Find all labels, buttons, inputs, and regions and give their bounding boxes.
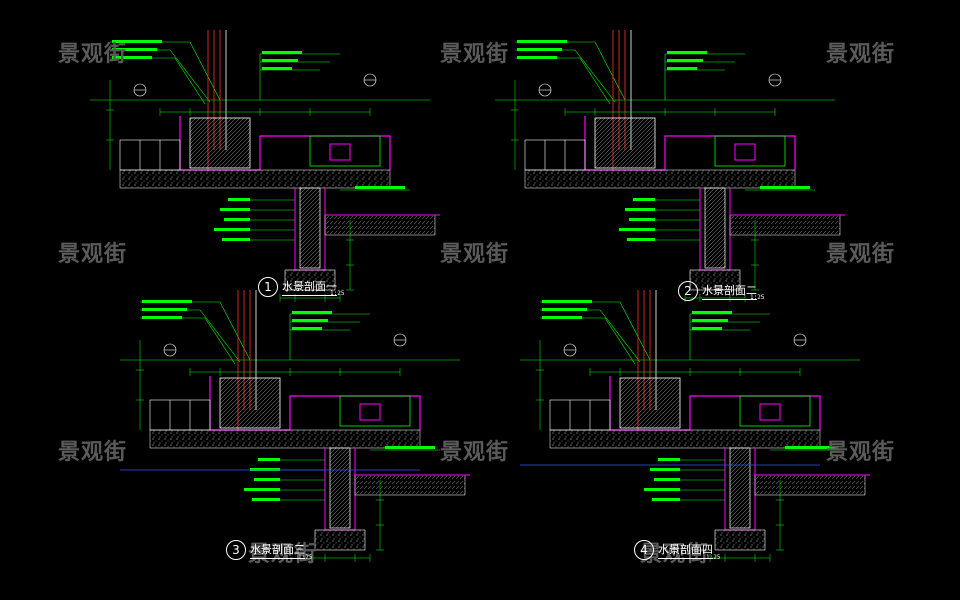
section-title-text: 水景剖面二 xyxy=(702,282,757,300)
section-4-drawing xyxy=(519,289,871,563)
section-scale: 1:25 xyxy=(706,554,721,561)
section-title-text: 水景剖面一 xyxy=(282,278,337,296)
section-title-4: 4 水景剖面四 xyxy=(634,540,713,560)
section-title-2: 2 水景剖面二 xyxy=(678,281,757,301)
section-scale: 1:25 xyxy=(750,294,765,301)
section-title-1: 1 水景剖面一 xyxy=(258,277,337,297)
section-number: 1 xyxy=(258,277,278,297)
section-3-drawing xyxy=(119,289,471,563)
section-title-text: 水景剖面四 xyxy=(658,541,713,559)
section-2-drawing xyxy=(494,29,846,303)
section-scale: 1:25 xyxy=(330,290,345,297)
section-title-text: 水景剖面三 xyxy=(250,541,305,559)
section-number: 4 xyxy=(634,540,654,560)
section-number: 2 xyxy=(678,281,698,301)
section-1-drawing xyxy=(89,29,441,303)
section-scale: 1:25 xyxy=(298,554,313,561)
section-title-3: 3 水景剖面三 xyxy=(226,540,305,560)
section-number: 3 xyxy=(226,540,246,560)
